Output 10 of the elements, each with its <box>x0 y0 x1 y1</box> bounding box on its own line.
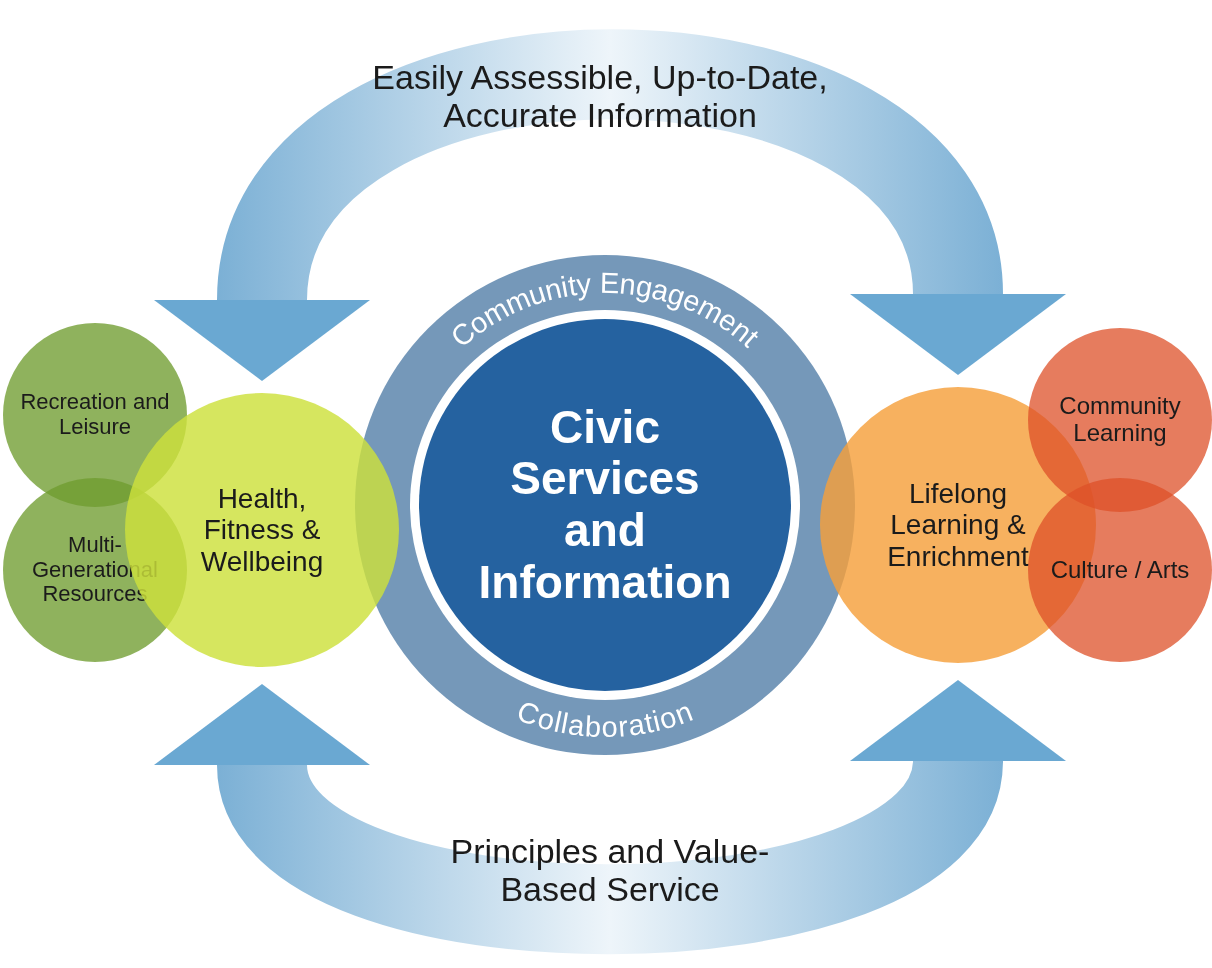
arrow-label: Easily Assessible, Up-to-Date, Accurate Information <box>371 58 829 135</box>
node-label: Lifelong Learning & Enrichment <box>886 477 1030 573</box>
arrow-label: Principles and Value-Based Service <box>449 832 771 909</box>
curved-arrow <box>156 29 1064 380</box>
ring-label: Collaboration <box>513 694 698 744</box>
node-label: Culture / Arts <box>1049 556 1191 584</box>
node-label: Civic Services and Information <box>477 401 733 609</box>
node-label: Community Learning <box>1058 393 1182 447</box>
node-label: Recreation and Leisure <box>20 390 170 440</box>
node-label: Health, Fitness & Wellbeing <box>199 482 325 578</box>
